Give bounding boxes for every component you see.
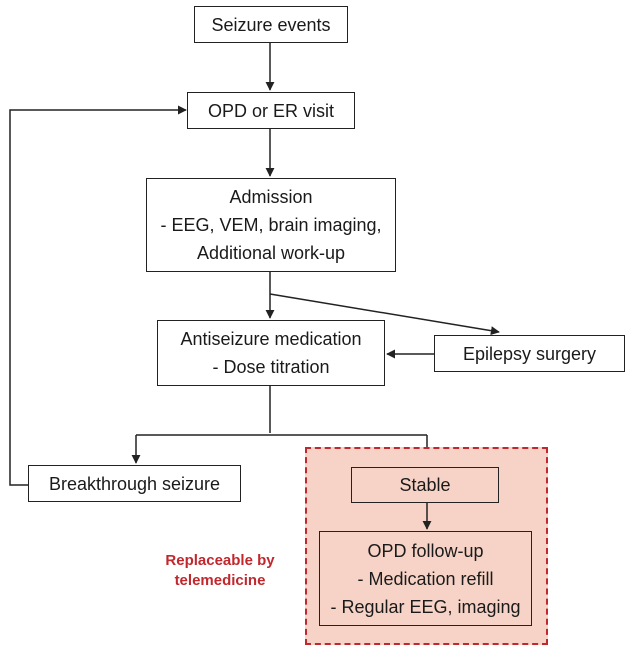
telemedicine-zone xyxy=(305,447,548,645)
node-admission-detail-1: - EEG, VEM, brain imaging, xyxy=(160,215,382,235)
node-antiseizure-title: Antiseizure medication xyxy=(180,329,362,349)
node-epilepsy-surgery-label: Epilepsy surgery xyxy=(462,343,597,364)
node-seizure-events: Seizure events xyxy=(194,6,348,43)
telemedicine-note-line-1: Replaceable by xyxy=(165,552,275,569)
node-admission: Admission - EEG, VEM, brain imaging, Add… xyxy=(146,178,396,272)
node-epilepsy-surgery: Epilepsy surgery xyxy=(434,335,625,372)
node-followup-title: OPD follow-up xyxy=(367,540,484,561)
telemedicine-note: Replaceable by telemedicine xyxy=(150,551,290,591)
edge-admission-to-surgery xyxy=(269,293,500,336)
node-followup-detail-1: - Medication refill xyxy=(357,568,494,589)
node-admission-title: Admission xyxy=(229,187,313,207)
node-antiseizure-medication: Antiseizure medication - Dose titration xyxy=(157,320,385,386)
node-stable-label: Stable xyxy=(399,475,451,495)
telemedicine-note-line-2: telemedicine xyxy=(174,572,266,589)
edge-breakthrough-to-opd-er xyxy=(9,105,187,486)
node-admission-detail-2: Additional work-up xyxy=(196,243,346,263)
node-breakthrough-seizure-label: Breakthrough seizure xyxy=(48,473,221,494)
node-opd-er-visit: OPD or ER visit xyxy=(187,92,355,129)
node-followup-detail-2: - Regular EEG, imaging xyxy=(330,596,521,617)
node-antiseizure-detail: - Dose titration xyxy=(212,357,330,377)
node-opd-follow-up: OPD follow-up - Medication refill - Regu… xyxy=(319,531,532,626)
node-seizure-events-label: Seizure events xyxy=(211,14,331,35)
node-breakthrough-seizure: Breakthrough seizure xyxy=(28,465,241,502)
node-opd-er-visit-label: OPD or ER visit xyxy=(207,100,335,121)
node-stable: Stable xyxy=(351,467,499,503)
